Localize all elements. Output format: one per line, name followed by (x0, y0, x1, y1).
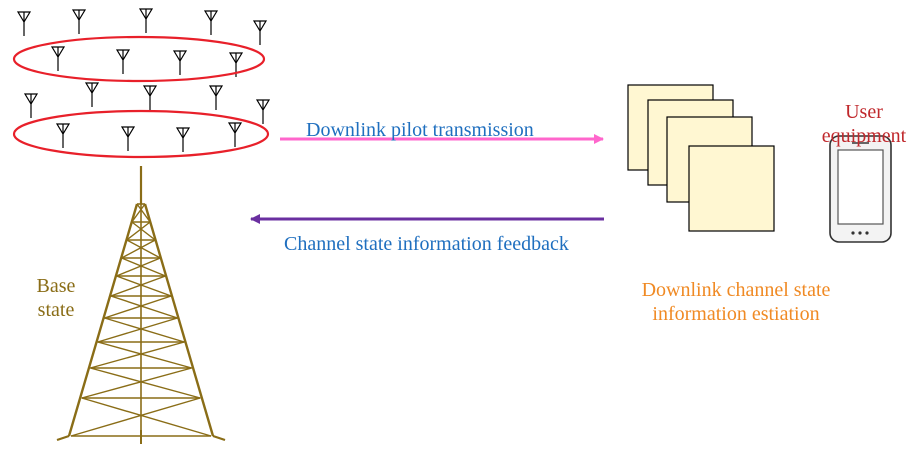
tower-icon (56, 166, 226, 444)
base-state-label-line1: Base (36, 275, 76, 297)
antenna-icon (203, 10, 219, 35)
estimation-label-line2: information estiation (652, 303, 820, 325)
antenna-icon (23, 93, 39, 118)
smartphone-icon (829, 135, 892, 243)
estimation-pages (627, 84, 775, 232)
antenna-icon (172, 50, 188, 75)
antenna-icon (138, 8, 154, 33)
antenna-icon (115, 49, 131, 74)
csi-feedback-label: Channel state information feedback (284, 233, 569, 255)
antenna-array (16, 8, 271, 152)
lower-antenna-ring (12, 109, 270, 159)
antenna-icon (255, 99, 271, 124)
user-label-line1: User (845, 101, 883, 123)
page-sheet (688, 145, 775, 232)
antenna-icon (16, 11, 32, 36)
antenna-icon (84, 82, 100, 107)
antenna-icon (50, 46, 66, 71)
antenna-icon (227, 122, 243, 147)
antenna-icon (142, 85, 158, 110)
antenna-icon (55, 123, 71, 148)
antenna-icon (175, 127, 191, 152)
antenna-icon (208, 85, 224, 110)
antenna-icon (252, 20, 268, 45)
downlink-pilot-label: Downlink pilot transmission (306, 119, 534, 141)
user-label-line2: equipment (821, 125, 907, 147)
base-state-label-line2: state (37, 299, 75, 321)
antenna-icon (71, 9, 87, 34)
estimation-label-line1: Downlink channel state (641, 279, 831, 301)
antenna-icon (120, 126, 136, 151)
upper-antenna-ring (12, 35, 266, 83)
